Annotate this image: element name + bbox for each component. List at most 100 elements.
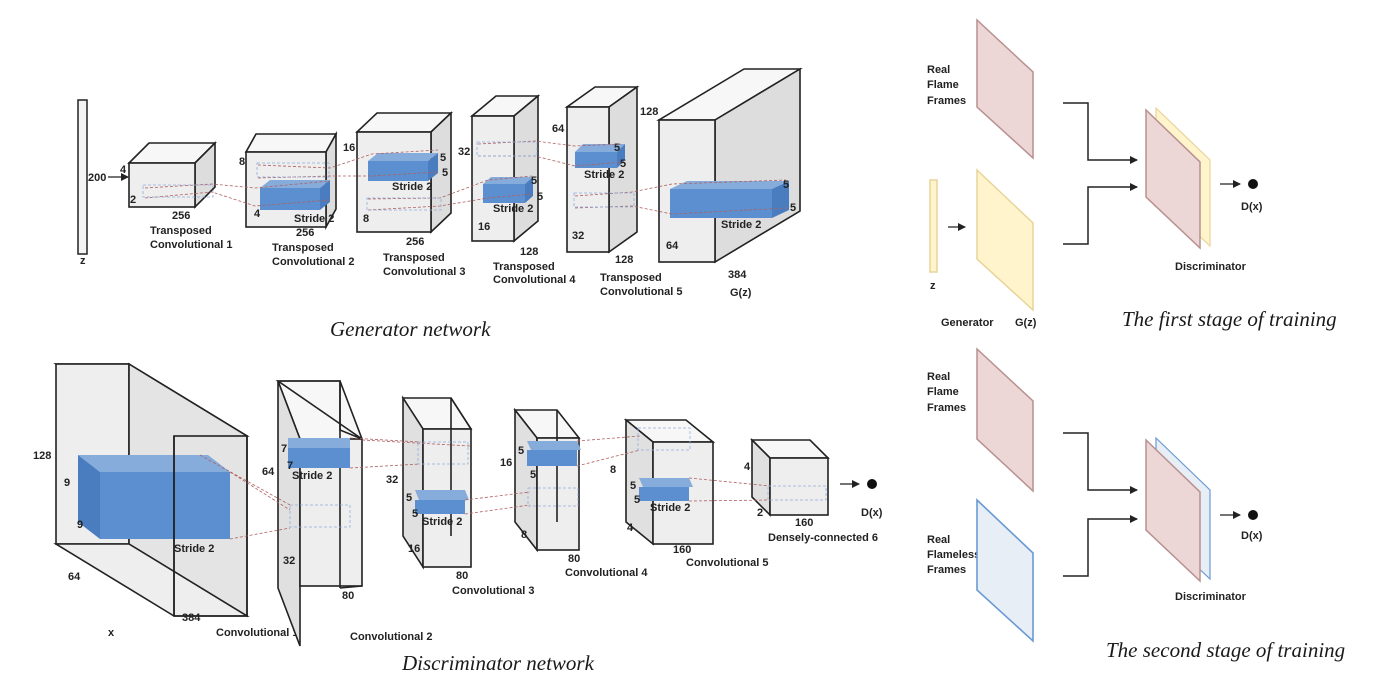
disc-layer-3-kernel-a: 5 [406, 492, 412, 504]
first-training-stage: Real Flame Frames z Generator G(z) Discr… [927, 18, 1337, 331]
disc-layer-5-dim-b: 4 [627, 522, 634, 534]
disc-layer-5-dim-c: 160 [673, 544, 691, 556]
disc-layer-4-kernel-a: 5 [518, 445, 524, 457]
gen-layer-1-dim-a: 4 [120, 164, 127, 176]
gen-layer-4-kernel-b: 5 [537, 191, 543, 203]
gen-output-stride: Stride 2 [721, 219, 761, 231]
discriminator-network: 128 9 9 Stride 2 64 x 384 Convolutional … [33, 362, 883, 675]
gen-layer-3-kernel-a: 5 [440, 152, 446, 164]
gen-layer-3-stride: Stride 2 [392, 181, 432, 193]
gen-layer-1-name-1: Transposed [150, 225, 212, 237]
disc-layer-5-kernel-b: 5 [634, 494, 640, 506]
stage1-real-path [1063, 102, 1138, 164]
stage1-z-vector [929, 179, 938, 273]
disc-layer-6-dim-c: 160 [795, 517, 813, 529]
disc-layer-2-dim-c: 80 [342, 590, 354, 602]
disc-layer-5-dim-a: 8 [610, 464, 616, 476]
gen-output-kernel-a: 5 [783, 179, 789, 191]
disc-input-dim-b: 64 [68, 571, 81, 583]
gen-output-kernel-b: 5 [790, 202, 796, 214]
gen-layer-3-dim-b: 8 [363, 213, 369, 225]
gen-layer-2: 8 4 Stride 2 256 Transposed Convolutiona… [239, 130, 355, 268]
stage1-real-frame [976, 18, 1034, 160]
stage1-real-line-3: Frames [927, 95, 966, 107]
disc-layer-5-name: Convolutional 5 [686, 557, 769, 569]
gen-connections [142, 140, 787, 215]
stage2-discriminator-label: Discriminator [1175, 591, 1247, 603]
gen-layer-5-dim-b: 32 [572, 230, 584, 242]
stage2-real-line-3: Frames [927, 402, 966, 414]
gen-layer-1: 4 2 256 Transposed Convolutional 1 [120, 141, 233, 251]
stage2-flameless-line-1: Real [927, 534, 950, 546]
stage1-caption: The first stage of training [1122, 307, 1337, 331]
disc-layer-6-dim-a: 4 [744, 461, 751, 473]
disc-layer-2-dim-a: 64 [262, 466, 275, 478]
gen-layer-2-dim-b: 4 [254, 208, 261, 220]
stage1-real-line-1: Real [927, 64, 950, 76]
gen-layer-5-name-1: Transposed [600, 272, 662, 284]
disc-layer-4: 5 5 16 8 80 Convolutional 4 [500, 407, 648, 579]
gen-layer-4-name-2: Convolutional 4 [493, 274, 576, 286]
disc-layer-3-dim-c: 80 [456, 570, 468, 582]
gen-layer-1-dim-c: 256 [172, 210, 190, 222]
stage2-flameless-path [1063, 515, 1138, 577]
disc-input-kernel-b: 9 [77, 519, 83, 531]
gen-layer-3-dim-a: 16 [343, 142, 355, 154]
stage1-output-label: D(x) [1241, 201, 1263, 213]
gen-output-dim-b: 64 [666, 240, 679, 252]
gen-layer-5-kernel-b: 5 [620, 158, 626, 170]
gen-layer-3-name-2: Convolutional 3 [383, 266, 466, 278]
gen-layer-5-stride: Stride 2 [584, 169, 624, 181]
disc-input-dim-c: 384 [182, 612, 201, 624]
disc-layer-3-dim-a: 32 [386, 474, 398, 486]
disc-layer-4-dim-b: 8 [521, 529, 527, 541]
gen-output-dim-a: 128 [640, 106, 658, 118]
disc-input-name: Convolutional 1 [216, 627, 299, 639]
stage2-output-label: D(x) [1241, 530, 1263, 542]
disc-layer-2-name: Convolutional 2 [350, 631, 433, 643]
generator-network: z 200 4 2 256 Transposed Convolutional 1… [77, 67, 803, 341]
disc-layer-3-stride: Stride 2 [422, 516, 462, 528]
stage1-output-node [1248, 179, 1258, 189]
gen-output-volume: 128 64 5 5 Stride 2 384 G(z) [640, 67, 803, 299]
stage2-real-path [1063, 432, 1138, 494]
disc-layer-6-name: Densely-connected 6 [768, 532, 878, 544]
gen-layer-2-dim-c: 256 [296, 227, 314, 239]
disc-layer-3-dim-b: 16 [408, 543, 420, 555]
disc-layer-3: 5 5 Stride 2 32 16 80 Convolutional 3 [386, 395, 535, 597]
disc-layer-5-stride: Stride 2 [650, 502, 690, 514]
stage1-real-line-2: Flame [927, 79, 959, 91]
stage1-generated-path [1063, 183, 1138, 245]
disc-layer-3-kernel-b: 5 [412, 508, 418, 520]
stage2-flameless-line-3: Frames [927, 564, 966, 576]
gen-layer-3-name-1: Transposed [383, 252, 445, 264]
disc-layer-2: 7 7 Stride 2 64 32 80 Convolutional 2 [262, 380, 433, 647]
disc-layer-6: 4 2 160 Densely-connected 6 [744, 438, 878, 544]
stage2-caption: The second stage of training [1106, 638, 1345, 662]
stage1-disc-stack-front [1145, 108, 1201, 250]
disc-input-x-label: x [108, 627, 115, 639]
disc-input-stride: Stride 2 [174, 543, 214, 555]
stage1-generated-frame [976, 168, 1034, 312]
disc-layer-4-name: Convolutional 4 [565, 567, 648, 579]
stage1-generator-label: Generator [941, 317, 994, 329]
disc-layer-4-dim-a: 16 [500, 457, 512, 469]
gen-layer-5-dim-a: 64 [552, 123, 565, 135]
stage2-disc-stack-front [1145, 438, 1201, 583]
gen-layer-1-name-2: Convolutional 1 [150, 239, 233, 251]
disc-output-label: D(x) [861, 507, 883, 519]
stage2-real-line-1: Real [927, 371, 950, 383]
gen-layer-4-dim-c: 128 [520, 246, 538, 258]
disc-layer-2-kernel-a: 7 [281, 443, 287, 455]
stage2-real-line-2: Flame [927, 386, 959, 398]
gen-layer-4-kernel-a: 5 [531, 175, 537, 187]
gen-layer-2-name-1: Transposed [272, 242, 334, 254]
disc-input-dim-a: 128 [33, 450, 51, 462]
gen-layer-2-stride: Stride 2 [294, 213, 334, 225]
disc-layer-2-kernel-b: 7 [287, 460, 293, 472]
gen-layer-3-dim-c: 256 [406, 236, 424, 248]
disc-layer-2-stride: Stride 2 [292, 470, 332, 482]
generator-caption: Generator network [330, 317, 491, 341]
gen-layer-5-dim-c: 128 [615, 254, 633, 266]
